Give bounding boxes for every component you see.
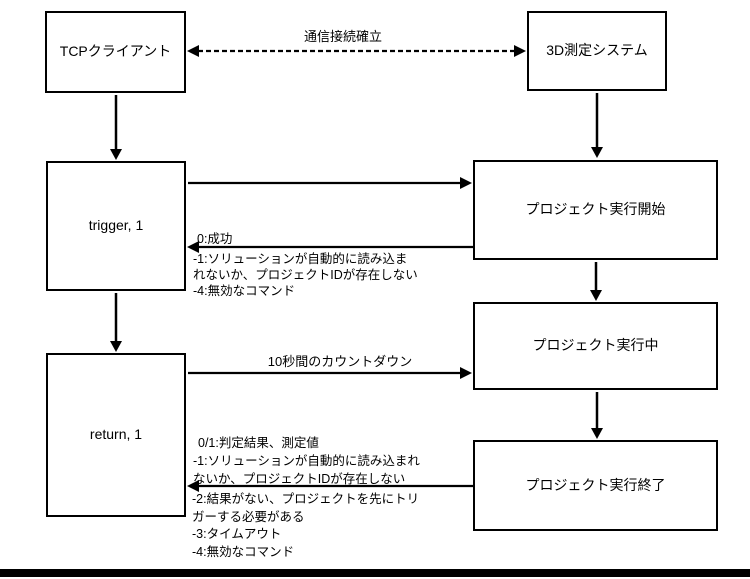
footer-bar <box>0 569 750 577</box>
node-project-end: プロジェクト実行終了 <box>473 440 718 531</box>
trigger-response-line: -4:無効なコマンド <box>193 284 296 298</box>
return-response-upper-lines: 0/1:判定結果、測定値 -1:ソリューションが自動的に読み込まれ ないか、プロ… <box>193 434 420 488</box>
node-tcp-client: TCPクライアント <box>45 11 186 93</box>
node-trigger-command-label: trigger, 1 <box>88 217 144 234</box>
return-response-line: -1:ソリューションが自動的に読み込まれ <box>193 454 420 468</box>
trigger-response-error-lines: -1:ソリューションが自動的に読み込ま れないか、プロジェクトIDが存在しない … <box>193 251 418 299</box>
arrow-tcpclient-to-trigger <box>110 95 122 160</box>
trigger-response-success-line: 0:成功 <box>197 232 233 246</box>
trigger-response-line: れないか、プロジェクトIDが存在しない <box>193 268 418 282</box>
arrow-running-to-end <box>591 392 603 439</box>
connection-establish-label: 通信接続確立 <box>303 29 382 44</box>
return-response-line: -3:タイムアウト <box>192 527 282 541</box>
node-project-running: プロジェクト実行中 <box>473 302 718 390</box>
node-return-command: return, 1 <box>46 353 186 517</box>
return-response-line: -2:結果がない、プロジェクトを先にトリ <box>192 492 420 506</box>
arrow-system-to-projectstart <box>591 93 603 158</box>
node-3d-measurement-system: 3D測定システム <box>527 11 667 91</box>
arrow-return-to-running <box>188 367 472 379</box>
node-tcp-client-label: TCPクライアント <box>59 43 172 60</box>
node-project-start-label: プロジェクト実行開始 <box>525 201 666 218</box>
countdown-label: 10秒間のカウントダウン <box>267 354 413 369</box>
return-response-line: ガーする必要がある <box>192 509 305 524</box>
node-return-command-label: return, 1 <box>89 426 143 443</box>
arrow-trigger-to-projectstart <box>188 177 472 189</box>
return-response-lower-lines: -2:結果がない、プロジェクトを先にトリ ガーする必要がある -3:タイムアウト… <box>192 491 419 561</box>
return-response-line: ないか、プロジェクトIDが存在しない <box>193 472 406 486</box>
node-project-start: プロジェクト実行開始 <box>473 160 718 260</box>
node-3d-measurement-system-label: 3D測定システム <box>546 42 648 59</box>
return-response-line: 0/1:判定結果、測定値 <box>198 436 319 450</box>
arrow-connection-establish <box>187 45 526 57</box>
node-project-running-label: プロジェクト実行中 <box>532 337 659 354</box>
return-response-line: -4:無効なコマンド <box>192 544 295 559</box>
node-project-end-label: プロジェクト実行終了 <box>525 476 666 493</box>
arrow-projectstart-to-trigger <box>187 241 473 253</box>
arrow-projectstart-to-running <box>590 262 602 301</box>
arrow-trigger-to-return <box>110 293 122 352</box>
arrow-projectend-to-return <box>187 480 474 492</box>
trigger-response-line: -1:ソリューションが自動的に読み込ま <box>193 252 408 266</box>
node-trigger-command: trigger, 1 <box>46 161 186 291</box>
